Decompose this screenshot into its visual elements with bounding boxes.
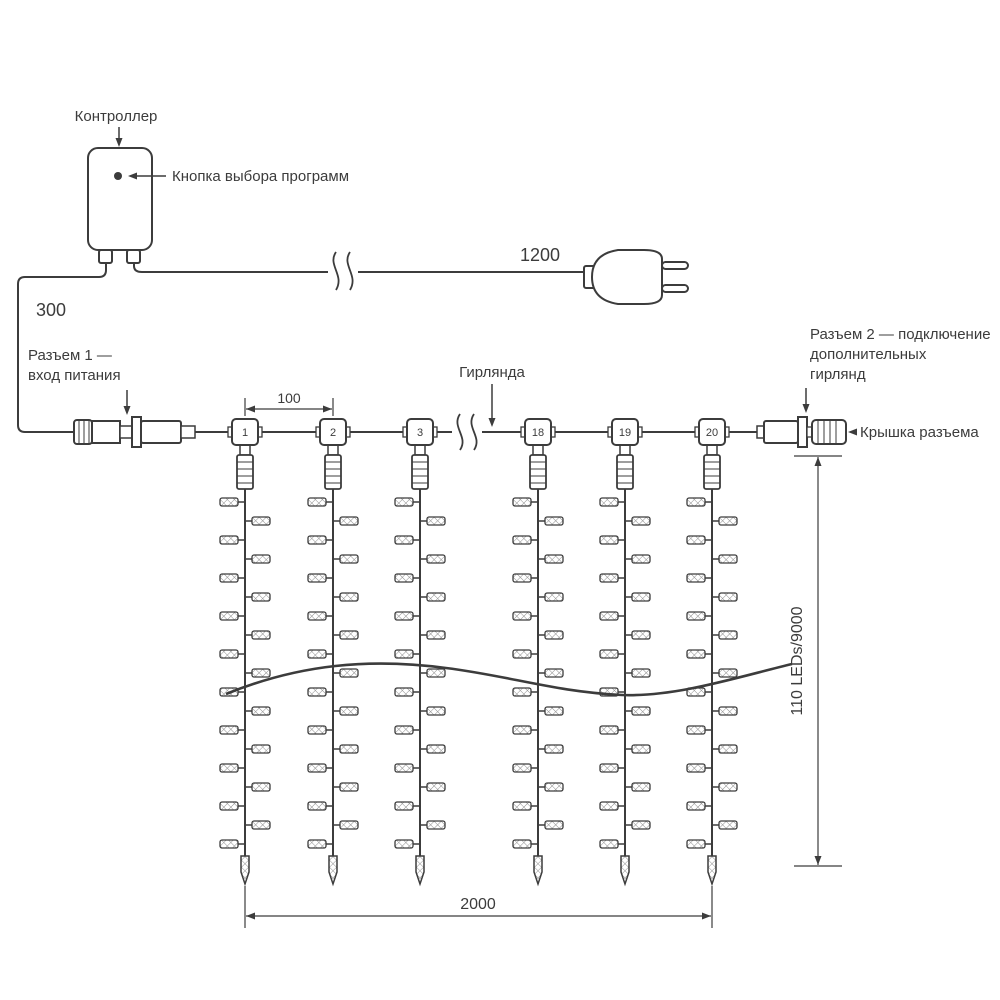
connector2-arrow — [802, 388, 810, 413]
height-value-label: 110 LEDs/9000 — [789, 606, 806, 715]
junction-number-20: 20 — [706, 427, 718, 439]
connector2-label-line2: дополнительных — [810, 346, 927, 363]
garland-label: Гирлянда — [459, 364, 525, 381]
garland-arrow — [488, 384, 496, 427]
wire-break-symbol — [452, 413, 482, 451]
junction-numbers: 1 2 3 18 19 20 — [242, 427, 718, 439]
junction-number-3: 3 — [417, 427, 423, 439]
connector1-label-line2: вход питания — [28, 367, 121, 384]
connector-cap-arrow — [848, 428, 857, 436]
controller-outlet-left — [98, 249, 113, 264]
plug-prong-top — [661, 261, 689, 270]
controller-arrow — [115, 127, 123, 147]
connector1-male-neck — [119, 425, 133, 439]
connector1-assembly — [73, 416, 196, 448]
dimension-width: 2000 — [244, 886, 713, 928]
dimension-height: 110 LEDs/9000 — [789, 455, 842, 867]
connector1-flange — [131, 416, 142, 448]
connector-cap — [811, 419, 847, 445]
connector1-label-line1: Разъем 1 — — [28, 347, 112, 364]
connector2-label-line3: гирлянд — [810, 366, 866, 383]
connector2-flange — [797, 416, 808, 448]
width-value-label: 2000 — [460, 896, 496, 913]
connector1-arrow — [123, 390, 131, 415]
input-power-cable — [17, 263, 107, 433]
plug-prong-bottom — [661, 284, 689, 293]
junction-number-18: 18 — [532, 427, 544, 439]
controller-box — [87, 147, 153, 251]
program-button-arrow — [128, 172, 166, 180]
connector2-label-line1: Разъем 2 — подключение — [810, 326, 991, 343]
led-string-20 — [686, 418, 738, 885]
input-cable-length-label: 300 — [36, 300, 66, 320]
led-string-19 — [599, 418, 651, 885]
plug-body — [590, 249, 663, 305]
junction-number-1: 1 — [242, 427, 248, 439]
connector1-male-body — [91, 420, 121, 444]
led-string-1 — [219, 418, 271, 885]
spacing-value-label: 100 — [277, 390, 301, 406]
program-button-label: Кнопка выбора программ — [172, 168, 349, 185]
connector1-nose — [180, 425, 196, 439]
cross-hanging-wire — [225, 662, 793, 697]
junction-number-2: 2 — [330, 427, 336, 439]
program-button-dot — [114, 172, 122, 180]
connector2-body — [763, 420, 799, 444]
controller — [87, 147, 153, 264]
controller-outlet-right — [126, 249, 141, 264]
connector1-female-body — [140, 420, 182, 444]
connector2-assembly — [756, 416, 847, 448]
dimension-spacing-100: 100 — [244, 390, 334, 416]
controller-label: Контроллер — [75, 108, 158, 125]
cable-break-symbol — [328, 251, 358, 291]
led-string-3 — [394, 418, 446, 885]
mains-cable-length-label: 1200 — [520, 245, 560, 265]
junction-number-19: 19 — [619, 427, 631, 439]
connector-cap-label: Крышка разъема — [860, 424, 979, 441]
power-plug — [583, 249, 689, 305]
led-string-18 — [512, 418, 564, 885]
led-string-2 — [307, 418, 359, 885]
mains-cable — [133, 263, 588, 273]
